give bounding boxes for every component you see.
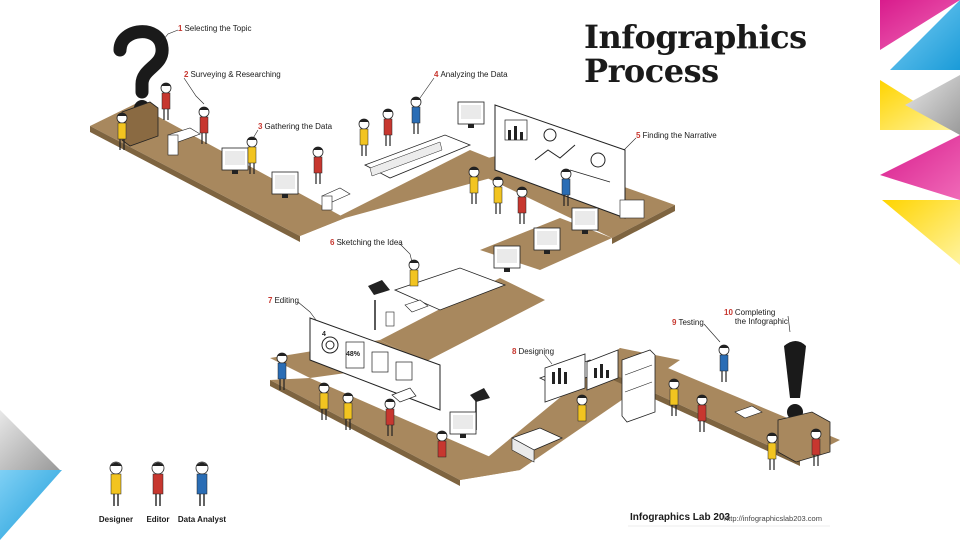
step-number: 4 [434, 70, 439, 79]
person-editor [384, 398, 396, 436]
person-designer [468, 166, 480, 204]
chart-percent-label: 48% [346, 351, 361, 358]
step-number: 10 [724, 308, 733, 317]
sketch-table [368, 267, 507, 330]
monitor-icon [449, 411, 477, 438]
person-designer [246, 136, 258, 174]
monitor-icon [493, 245, 521, 272]
monitor-icon [457, 101, 485, 128]
paper-stacks [167, 127, 763, 419]
legend-figures [109, 461, 209, 506]
step-number: 5 [636, 131, 641, 140]
step-text: Editing [274, 296, 299, 305]
person-designer [576, 394, 588, 422]
person-analyst [276, 352, 288, 390]
step-text: Surveying & Researching [190, 70, 281, 79]
page-title: Infographics Process [584, 20, 844, 88]
step-number: 2 [184, 70, 189, 79]
corner-decoration-left [0, 410, 62, 540]
design-desk [470, 349, 619, 463]
monitor-icon [533, 227, 561, 254]
step-text: Gathering the Data [264, 122, 333, 131]
person-designer [408, 259, 420, 287]
chart-digit-label: 4 [322, 331, 326, 338]
step-number: 3 [258, 122, 263, 131]
title-line-1: Infographics [584, 18, 807, 56]
step-text-line-2: the Infographic [734, 317, 788, 326]
legend-analyst-figure [195, 461, 209, 506]
step-text: Sketching the Idea [336, 238, 403, 247]
person-editor [810, 428, 822, 466]
monitor-icon [221, 147, 249, 174]
monitor-row [221, 101, 599, 438]
step-text: Analyzing the Data [440, 70, 508, 79]
person-designer [668, 378, 680, 416]
person-analyst [718, 344, 730, 382]
person-editor [516, 186, 528, 224]
legend-label-editor: Editor [146, 515, 170, 524]
person-editor [382, 108, 394, 146]
corner-decoration-right [880, 0, 960, 265]
person-editor [312, 146, 324, 184]
analysis-board [494, 104, 626, 219]
step-text: Finding the Narrative [642, 131, 717, 140]
person-editor [696, 394, 708, 432]
bookshelf [621, 349, 656, 423]
person-editor [198, 106, 210, 144]
footer-url-link[interactable]: http://infographicslab203.com [724, 514, 822, 523]
step-text: Designing [518, 347, 555, 356]
step-number: 1 [178, 24, 183, 33]
step-number: 8 [512, 347, 517, 356]
person-designer [116, 112, 128, 150]
person-designer [766, 432, 778, 470]
person-designer [318, 382, 330, 420]
title-line-2: Process [584, 52, 719, 90]
person-editor [436, 430, 448, 458]
step-text: Testing [678, 318, 704, 327]
question-mark-icon [113, 25, 169, 116]
person-editor [160, 82, 172, 120]
legend-designer-figure [109, 461, 123, 506]
legend-editor-figure [151, 461, 165, 506]
legend-label-designer: Designer [98, 515, 134, 524]
people [116, 82, 822, 470]
step-text-line-1: Completing [734, 308, 776, 317]
person-designer [342, 392, 354, 430]
step-text: Selecting the Topic [184, 24, 252, 33]
person-analyst [410, 96, 422, 134]
step-number: 9 [672, 318, 677, 327]
legend-label-analyst: Data Analyst [177, 515, 227, 524]
step-number: 7 [268, 296, 273, 305]
step-number: 6 [330, 238, 335, 247]
exclamation-mark-icon [784, 341, 806, 420]
leader-lines [159, 29, 791, 365]
person-designer [492, 176, 504, 214]
person-designer [358, 118, 370, 156]
monitor-icon [271, 171, 299, 198]
central-table [364, 134, 472, 179]
person-analyst [560, 168, 572, 206]
completion-box [777, 411, 831, 463]
footer-brand: Infographics Lab 203 [630, 512, 731, 523]
editing-board: 48% 4 [309, 317, 441, 411]
monitor-icon [571, 207, 599, 234]
topic-box [121, 101, 159, 147]
